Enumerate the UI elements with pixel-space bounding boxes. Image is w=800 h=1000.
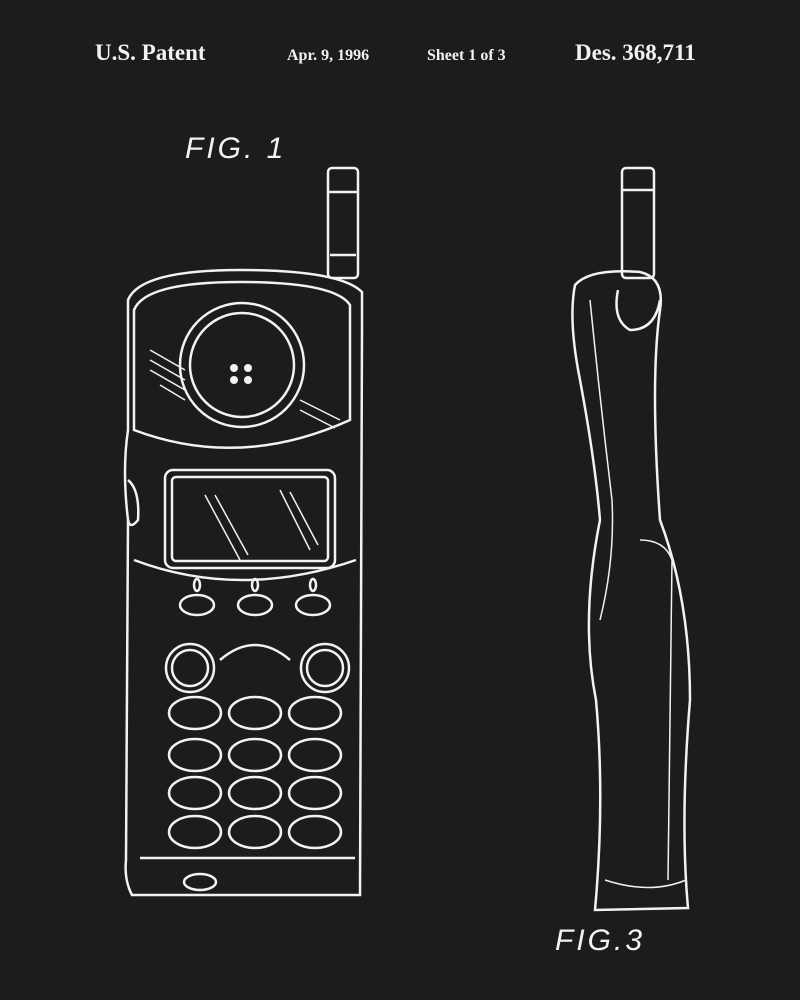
keypad xyxy=(167,695,343,850)
phone-side-view xyxy=(571,166,692,912)
design-number: Des. 368,711 xyxy=(575,40,696,65)
side-body xyxy=(571,270,692,912)
sheet-number: Sheet 1 of 3 xyxy=(427,47,506,64)
speaker-holes xyxy=(230,364,252,384)
soft-keys xyxy=(178,577,332,617)
phone-front-view xyxy=(123,166,364,897)
display xyxy=(163,468,337,570)
microphone xyxy=(182,872,218,892)
send-key xyxy=(164,642,216,694)
patent-label: U.S. Patent xyxy=(95,40,206,65)
phone-body xyxy=(123,268,364,897)
earpiece xyxy=(178,301,306,429)
end-key xyxy=(299,642,351,694)
fig3-label: FIG.3 xyxy=(555,924,645,957)
fig1-label: FIG. 1 xyxy=(185,132,286,165)
patent-date: Apr. 9, 1996 xyxy=(287,47,370,64)
antenna xyxy=(326,166,360,280)
